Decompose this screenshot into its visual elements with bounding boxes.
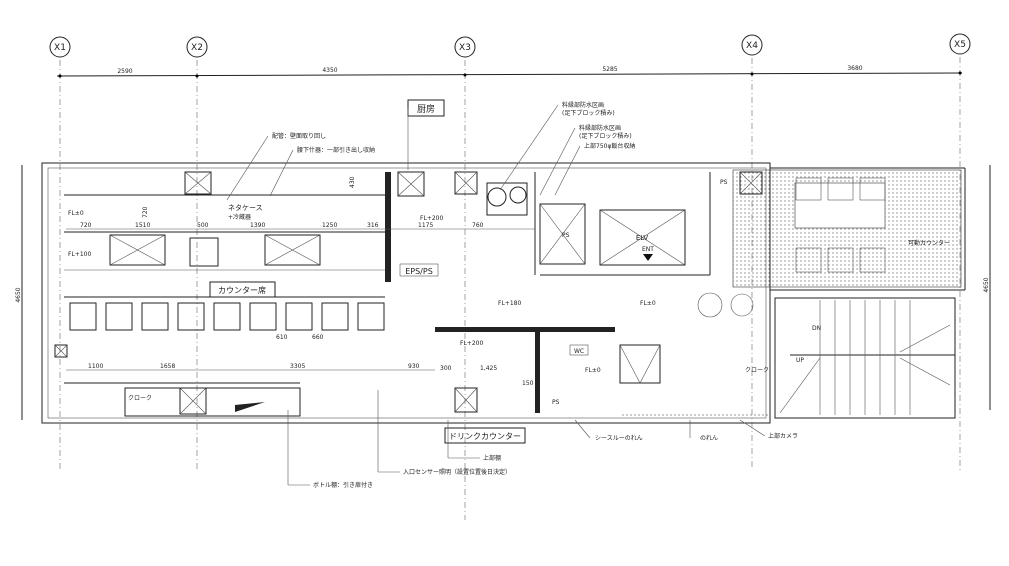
plan-label: ELV	[636, 234, 649, 242]
plan-label: 1510	[135, 222, 150, 229]
staircase	[779, 300, 955, 415]
plan-label: 760	[472, 222, 484, 229]
plan-label: 可動カウンター	[908, 239, 950, 247]
plan-label: 4650	[15, 287, 22, 302]
plan-label: 500	[197, 222, 209, 229]
room-labels: FL±0 FL+100 ネタケース +冷蔵器 カウンター席 FL+200 EPS…	[68, 179, 950, 406]
plan-label: FL+200	[420, 215, 443, 222]
plan-label: 4350	[322, 67, 337, 74]
plan-label: PS	[720, 179, 728, 186]
grid-bubble-x2: X2	[186, 36, 208, 58]
plan-label: 3305	[290, 363, 305, 370]
plan-label: シースルーのれん	[595, 435, 643, 442]
plan-label: 316	[367, 222, 379, 229]
plan-label: 430	[349, 176, 356, 188]
plan-label: PS	[562, 232, 570, 239]
plan-label: 1390	[250, 222, 265, 229]
plan-label: ネタケース	[228, 203, 263, 212]
grid-bubble-x1: X1	[49, 36, 71, 58]
plan-label: 2590	[117, 68, 132, 75]
plan-label: 3680	[847, 65, 862, 72]
plan-label: EPS/PS	[405, 267, 433, 276]
plan-label: +冷蔵器	[228, 213, 251, 221]
plan-label: のれん	[700, 435, 718, 442]
elevator	[599, 209, 686, 266]
plan-label: UP	[796, 357, 804, 364]
plan-label: X3	[459, 43, 471, 53]
grid-axes: X1 X2 X3 X4 X5	[49, 33, 971, 520]
plan-label: 1175	[418, 222, 433, 229]
plan-label: ENT	[642, 246, 654, 253]
plan-label: 上部棚	[483, 454, 501, 462]
plan-label: (足下ブロック積み)	[562, 109, 615, 117]
plan-label: 930	[408, 363, 420, 370]
plan-label: (足下ブロック積み)	[579, 132, 632, 140]
plan-label: FL+180	[498, 300, 521, 307]
top-callouts: 厨房 配管：壁面取り回し 腰下什器：一部引き出し収納 料縁部防水区画 (足下ブロ…	[226, 99, 635, 201]
plan-label: ボトル棚：引き扉付き	[313, 481, 373, 489]
building-walls	[41, 162, 966, 424]
plan-label: X2	[191, 43, 203, 53]
plan-label: 1,425	[480, 365, 497, 372]
label-drink-counter: ドリンクカウンター	[449, 432, 521, 441]
plan-label: 腰下什器：一部引き出し収納	[297, 146, 375, 154]
plan-label: 入口センサー照明（設置位置後日決定）	[403, 468, 511, 476]
label-kitchen: 厨房	[417, 103, 435, 115]
plan-label: FL±0	[640, 300, 656, 307]
plan-label: 660	[312, 334, 324, 341]
plan-label: 料縁部防水区画	[562, 101, 604, 109]
grid-bubble-x4: X4	[741, 34, 763, 56]
plan-label: 300	[440, 365, 452, 372]
plan-label: 料縁部防水区画	[579, 124, 621, 132]
counter-seats	[64, 302, 385, 417]
plan-label: X5	[954, 40, 966, 50]
plan-label: X4	[746, 41, 758, 51]
plan-label: WC	[574, 348, 584, 355]
interior-dimensions: 720 1510 500 1390 1250 316 1175 760 430 …	[66, 176, 535, 387]
plan-label: 720	[80, 222, 92, 229]
plan-label: 1100	[88, 363, 103, 370]
plan-label: FL+200	[460, 340, 483, 347]
plan-label: FL+100	[68, 251, 91, 258]
plan-label: 4650	[983, 277, 990, 292]
plan-label: X1	[54, 43, 66, 53]
plan-label: PS	[552, 399, 560, 406]
private-room	[697, 169, 962, 318]
label-counter-seats: カウンター席	[218, 285, 266, 295]
plan-label: 5285	[602, 66, 617, 73]
shafts	[54, 171, 763, 415]
plan-label: 720	[142, 206, 149, 218]
plan-label: DN	[812, 325, 821, 332]
span-dimensions: 2590 4350 5285 3680 4650 4650	[15, 65, 991, 420]
plan-label: 上部カメラ	[768, 432, 798, 440]
plan-label: 1658	[160, 363, 175, 370]
plan-label: クローク	[745, 367, 769, 374]
plan-label: 配管：壁面取り回し	[272, 132, 326, 140]
plan-label: FL±0	[68, 210, 84, 217]
bottom-callouts: ドリンクカウンター 上部棚 入口センサー照明（設置位置後日決定） ボトル棚：引き…	[287, 390, 798, 489]
plan-label: 610	[276, 334, 288, 341]
plan-label: FL±0	[585, 367, 601, 374]
plan-label: 1250	[322, 222, 337, 229]
plan-label: 上部750φ飯台収納	[584, 142, 635, 150]
plan-label: 150	[522, 380, 534, 387]
grid-bubble-x5: X5	[949, 33, 971, 55]
grid-bubble-x3: X3	[454, 36, 476, 58]
plan-label: クローク	[128, 395, 152, 402]
